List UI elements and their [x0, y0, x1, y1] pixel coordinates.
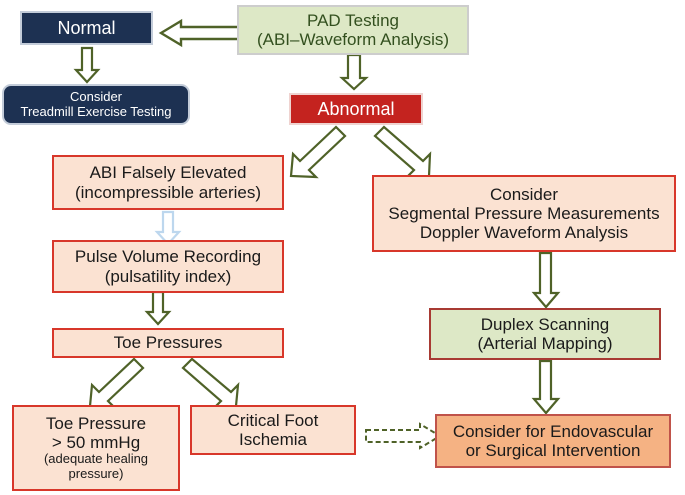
- node-line: Consider: [69, 88, 123, 104]
- node-pulse-volume-recording[interactable]: Pulse Volume Recording (pulsatility inde…: [52, 240, 284, 293]
- node-toe-pressure-50[interactable]: Toe Pressure > 50 mmHg (adequate healing…: [12, 405, 180, 491]
- node-line: Ischemia: [238, 430, 308, 449]
- node-line: (adequate healing: [43, 451, 149, 467]
- arrow-abnormal-to-segmental: [372, 125, 432, 180]
- node-line: Critical Foot: [227, 410, 319, 430]
- node-critical-foot-ischemia[interactable]: Critical Foot Ischemia: [190, 405, 356, 455]
- node-line: Pulse Volume Recording: [74, 247, 262, 267]
- arrow-toe-to-toe50: [88, 357, 146, 410]
- arrow-pvr-to-toe-pressures: [143, 290, 173, 326]
- node-line: Duplex Scanning: [480, 314, 610, 334]
- node-line: (ABI–Waveform Analysis): [256, 30, 450, 49]
- node-consider-segmental[interactable]: Consider Segmental Pressure Measurements…: [372, 175, 676, 252]
- node-pad-testing[interactable]: PAD Testing (ABI–Waveform Analysis): [237, 5, 469, 55]
- arrow-segmental-to-duplex: [530, 251, 562, 309]
- node-line: Consider for Endovascular: [452, 421, 654, 441]
- node-line: PAD Testing: [307, 10, 399, 30]
- node-line: Toe Pressures: [113, 333, 223, 353]
- node-line: pressure): [68, 466, 124, 482]
- arrow-normal-to-treadmill: [73, 46, 101, 84]
- arrow-pad-to-abnormal: [339, 53, 369, 91]
- node-abi-falsely-elevated[interactable]: ABI Falsely Elevated (incompressible art…: [52, 155, 284, 210]
- node-line: (Arterial Mapping): [477, 334, 613, 353]
- node-line: Treadmill Exercise Testing: [20, 103, 172, 119]
- node-line: Abnormal: [317, 98, 395, 119]
- node-consider-treadmill[interactable]: Consider Treadmill Exercise Testing: [2, 84, 190, 125]
- node-line: Doppler Waveform Analysis: [419, 223, 629, 243]
- arrow-duplex-to-endovascular: [530, 359, 562, 415]
- node-line: or Surgical Intervention: [465, 441, 641, 460]
- node-line: > 50 mmHg: [51, 433, 141, 453]
- arrow-abnormal-to-abi: [288, 125, 348, 180]
- arrow-toe-to-critical: [180, 357, 240, 410]
- node-line: Consider: [489, 184, 559, 204]
- node-line: Segmental Pressure Measurements: [388, 203, 660, 223]
- arrow-abi-to-pvr: [153, 210, 183, 246]
- node-abnormal[interactable]: Abnormal: [289, 93, 423, 125]
- arrow-pad-to-normal: [158, 18, 243, 48]
- node-line: (pulsatility index): [104, 266, 232, 286]
- node-consider-endovascular[interactable]: Consider for Endovascular or Surgical In…: [435, 414, 671, 468]
- node-toe-pressures[interactable]: Toe Pressures: [52, 328, 284, 358]
- node-line: ABI Falsely Elevated: [89, 163, 247, 183]
- node-line: Normal: [57, 17, 116, 38]
- node-line: Toe Pressure: [45, 414, 147, 434]
- node-duplex-scanning[interactable]: Duplex Scanning (Arterial Mapping): [429, 308, 661, 360]
- node-normal[interactable]: Normal: [20, 11, 153, 45]
- arrow-critical-to-endovascular: [364, 422, 442, 450]
- node-line: (incompressible arteries): [74, 182, 262, 202]
